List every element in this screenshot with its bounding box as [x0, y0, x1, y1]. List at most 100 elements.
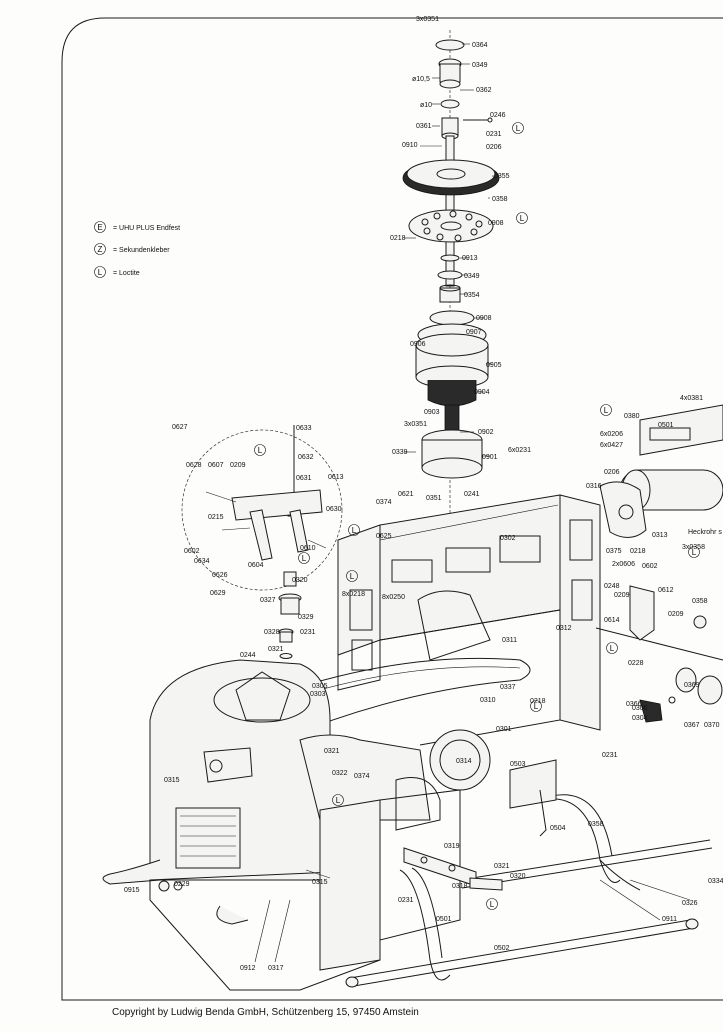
part-label: 0322 [332, 770, 348, 777]
part-label: 0349 [464, 273, 480, 280]
part-label: 0329 [298, 614, 314, 621]
part-label: 0358 [588, 821, 604, 828]
part-label: 3x0351 [404, 421, 427, 428]
svg-text:L: L [692, 548, 697, 557]
part-label: 0901 [482, 454, 498, 461]
part-label: 0612 [658, 587, 674, 594]
part-label: 0906 [410, 341, 426, 348]
part-label: 0374 [354, 773, 370, 780]
legend-symbol-l: L [98, 268, 103, 277]
part-label: 0310 [480, 697, 496, 704]
part-label: 0912 [240, 965, 256, 972]
part-label: 0339 [392, 449, 408, 456]
part-label: 0303 [310, 691, 326, 698]
svg-text:L: L [350, 572, 355, 581]
part-label: 0380 [624, 413, 640, 420]
loctite-markers: L L L L L L L L L L L L [254, 122, 700, 910]
svg-text:L: L [490, 900, 495, 909]
part-label: 0502 [494, 945, 510, 952]
part-label: 0905 [486, 362, 502, 369]
part-label: 3x0351 [416, 16, 439, 23]
main-gear [402, 159, 500, 196]
part-label: 0602 [642, 563, 658, 570]
svg-text:L: L [302, 554, 307, 563]
shaft-washers [437, 254, 463, 303]
part-label: 0231 [398, 897, 414, 904]
part-label: 0904 [474, 389, 490, 396]
part-label: 6x0206 [600, 431, 623, 438]
part-label: 0241 [464, 491, 480, 498]
part-label: 0614 [604, 617, 620, 624]
part-label: 0218 [530, 698, 546, 705]
gear-hub-disc [408, 209, 494, 243]
part-label: 0633 [296, 425, 312, 432]
part-label: 4x0381 [680, 395, 703, 402]
part-label: 6x0231 [508, 447, 531, 454]
part-label: 0337 [500, 684, 516, 691]
engine [102, 659, 381, 991]
part-label: 0913 [462, 255, 478, 262]
part-label: 0627 [172, 424, 188, 431]
part-label: 0312 [556, 625, 572, 632]
part-label: Heckrohr s [688, 529, 722, 536]
part-label: 0334 [708, 878, 723, 885]
part-label: 0318 [452, 883, 468, 890]
part-label: 0248 [604, 583, 620, 590]
part-label: 0209 [614, 592, 630, 599]
part-label: 0358 [492, 196, 508, 203]
part-label: 0209 [230, 462, 246, 469]
legend-text-z: = Sekundenkleber [113, 247, 170, 254]
part-label: 0631 [296, 475, 312, 482]
part-label: 0501 [436, 916, 452, 923]
part-label: 0301 [496, 726, 512, 733]
part-label: 0628 [186, 462, 202, 469]
part-label: 0319 [444, 843, 460, 850]
svg-text:L: L [336, 796, 341, 805]
part-label: 0354 [464, 292, 480, 299]
clutch-assembly [415, 310, 489, 479]
part-label: 0306 [632, 705, 648, 712]
part-label: 0361 [416, 123, 432, 130]
skid-brackets [158, 759, 557, 892]
part-label: 0206 [486, 144, 502, 151]
page-border [61, 17, 723, 1001]
part-label: 0367 [684, 722, 700, 729]
part-label: 0625 [376, 533, 392, 540]
part-label: 0907 [466, 329, 482, 336]
part-label: 0305 [312, 683, 328, 690]
part-label: 0903 [424, 409, 440, 416]
part-label: 0604 [248, 562, 264, 569]
part-label: 0366 [626, 701, 642, 708]
part-label: 0503 [510, 761, 526, 768]
part-label: 0315 [312, 879, 328, 886]
part-label: 0910 [402, 142, 418, 149]
part-label: 0349 [472, 62, 488, 69]
svg-text:L: L [610, 644, 615, 653]
part-label: 0231 [300, 629, 316, 636]
part-label: 2x0606 [612, 561, 635, 568]
tail-slider-parts [278, 571, 302, 659]
part-label: 0364 [472, 42, 488, 49]
part-label: 0321 [268, 646, 284, 653]
part-label: 0311 [502, 637, 517, 644]
part-label: 0629 [210, 590, 226, 597]
part-label: 6x0427 [600, 442, 623, 449]
part-label: 0504 [550, 825, 566, 832]
part-label: 0602 [184, 548, 200, 555]
part-label: 0244 [240, 652, 256, 659]
part-label: 0626 [212, 572, 228, 579]
landing-skids [345, 794, 713, 988]
part-label: 3x0358 [682, 544, 705, 551]
part-label: 0215 [208, 514, 224, 521]
part-label: 0246 [490, 112, 506, 119]
part-label: 0315 [164, 777, 180, 784]
part-label: 0370 [704, 722, 720, 729]
part-label: 0320 [510, 873, 526, 880]
part-label: 0908 [476, 315, 492, 322]
part-label: 0358 [692, 598, 708, 605]
part-label: 8x0250 [382, 594, 405, 601]
part-label: 0316 [586, 483, 602, 490]
part-label: 0218 [630, 548, 646, 555]
